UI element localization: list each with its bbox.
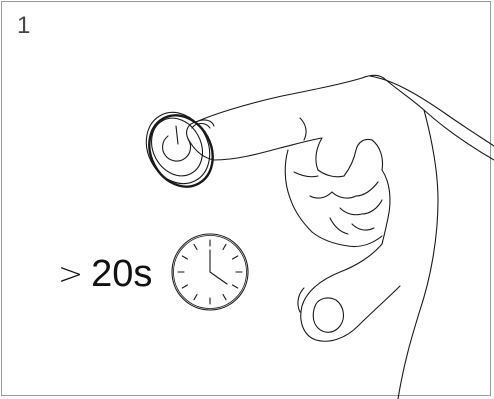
clock-icon	[172, 234, 248, 310]
hand-icon	[187, 75, 494, 399]
